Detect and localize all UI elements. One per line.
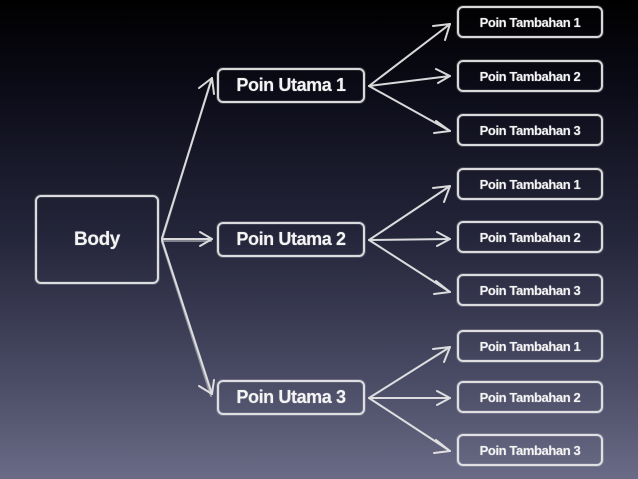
sub-point-3-1-node: Poin Tambahan 1 (457, 330, 603, 362)
arrow-body-to-main-2 (161, 231, 213, 247)
arrow-main-1-to-sub-2 (368, 68, 451, 87)
body-node: Body (35, 195, 159, 284)
sub-point-1-2-node: Poin Tambahan 2 (457, 60, 603, 92)
arrow-main-2-to-sub-1 (368, 185, 451, 241)
arrow-main-1-to-sub-3 (368, 85, 451, 134)
main-point-1-node: Poin Utama 1 (217, 68, 365, 103)
arrow-main-3-to-sub-1 (368, 346, 451, 399)
sub-point-2-3-node: Poin Tambahan 3 (457, 274, 603, 306)
arrow-main-3-to-sub-3 (368, 397, 451, 454)
arrow-body-to-main-1 (161, 77, 215, 241)
sub-point-1-1-node: Poin Tambahan 1 (457, 6, 603, 38)
arrow-body-to-main-3 (161, 239, 215, 397)
arrow-main-1-to-sub-1 (368, 23, 451, 87)
arrow-main-2-to-sub-2 (368, 231, 451, 247)
sub-point-3-2-node: Poin Tambahan 2 (457, 381, 603, 413)
main-point-3-node: Poin Utama 3 (217, 380, 365, 415)
sub-point-2-1-node: Poin Tambahan 1 (457, 168, 603, 200)
arrow-main-3-to-sub-2 (368, 390, 451, 406)
sub-point-3-3-node: Poin Tambahan 3 (457, 434, 603, 466)
arrow-main-2-to-sub-3 (368, 239, 451, 295)
sub-point-2-2-node: Poin Tambahan 2 (457, 221, 603, 253)
sub-point-1-3-node: Poin Tambahan 3 (457, 114, 603, 146)
main-point-2-node: Poin Utama 2 (217, 222, 365, 257)
